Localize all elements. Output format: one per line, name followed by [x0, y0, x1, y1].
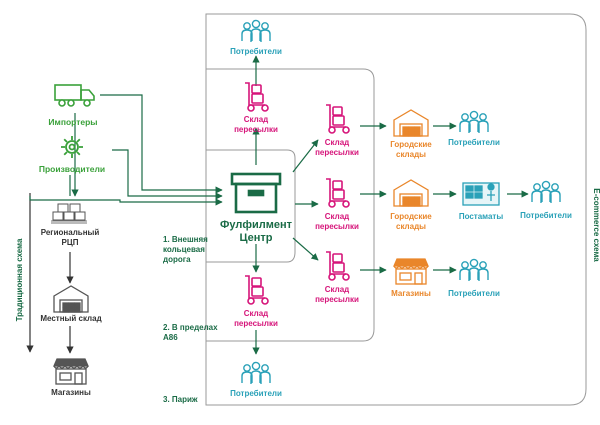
zone-frames [205, 13, 587, 406]
transit-top-label-1: Склад [244, 115, 269, 124]
shop-icon [53, 358, 89, 385]
consumers-label-stores: Потребители [448, 289, 500, 298]
parcel-locker-icon [462, 182, 500, 206]
transit-1-label-2: пересылки [315, 148, 359, 157]
zone-frame-paris [205, 13, 587, 406]
hand-truck-icon [244, 82, 269, 112]
consumers-label-city: Потребители [448, 138, 500, 147]
transit-1-label-1: Склад [325, 138, 350, 147]
zone-frame-ring-road [206, 149, 296, 263]
hand-truck-icon [325, 251, 350, 281]
pallets-icon [51, 203, 87, 224]
truck-icon [54, 84, 95, 107]
zone-1-label-3: дорога [163, 255, 191, 264]
consumers-icon [241, 361, 271, 385]
traditional-scheme-label: Традиционная схема [15, 238, 24, 321]
transit-bottom-label-2: пересылки [234, 319, 278, 328]
city-wh-2-label-1: Городские [390, 212, 432, 221]
regional-rdc-label-2: РЦП [62, 238, 79, 247]
arrow-importers-fulfillment [100, 94, 223, 194]
transit-2-label-1: Склад [325, 212, 350, 221]
arrow-producers-fulfillment [112, 149, 223, 200]
hand-truck-icon [244, 275, 269, 305]
fulfillment-label-2: Центр [239, 232, 272, 244]
zone-3-label: 3. Париж [163, 395, 198, 404]
city-wh-2-label-2: склады [396, 222, 426, 231]
parcel-lockers-label: Постаматы [459, 212, 504, 221]
fulfillment-label-1: Фулфилмент [220, 219, 293, 231]
regional-rdc-label-1: Региональный [41, 228, 100, 237]
arrow-fulfillment-transit-3 [292, 237, 319, 261]
transit-top-label-2: пересылки [234, 125, 278, 134]
consumers-label-top: Потребители [230, 47, 282, 56]
shop-icon [393, 258, 429, 285]
city-wh-1-label-1: Городские [390, 140, 432, 149]
warehouse-icon [53, 285, 89, 313]
ecommerce-scheme-label: E-commerce схема [592, 188, 600, 262]
flow-arrows [29, 55, 529, 355]
stores-traditional-label: Магазины [51, 388, 91, 397]
zone-2-label-2: А86 [163, 333, 178, 342]
producers-label: Производители [39, 164, 105, 174]
city-wh-1-label-2: склады [396, 150, 426, 159]
warehouse-icon [393, 179, 429, 207]
local-warehouse-label: Местный склад [40, 314, 101, 323]
hand-truck-icon [325, 104, 350, 134]
consumers-icon [241, 19, 271, 43]
arrow-fulfillment-transit-1 [292, 139, 319, 173]
arrow-traditional-fulfillment [29, 196, 223, 206]
consumers-icon [459, 110, 489, 134]
transit-3-label-1: Склад [325, 285, 350, 294]
consumers-icon [531, 180, 561, 204]
transit-2-label-2: пересылки [315, 222, 359, 231]
consumers-icon [459, 258, 489, 282]
consumers-label-lockers: Потребители [520, 211, 572, 220]
hand-truck-icon [325, 178, 350, 208]
transit-bottom-label-1: Склад [244, 309, 269, 318]
gear-icon [61, 136, 83, 158]
zone-1-label-2: кольцевая [163, 245, 205, 254]
zone-2-label-1: 2. В пределах [163, 323, 218, 332]
importers-label: Импортеры [48, 117, 97, 127]
fulfillment-box-icon [230, 172, 282, 214]
stores-label: Магазины [391, 289, 431, 298]
zone-frame-a86 [206, 68, 375, 342]
consumers-label-bottom: Потребители [230, 389, 282, 398]
zone-1-label-1: 1. Внешняя [163, 235, 208, 244]
transit-3-label-2: пересылки [315, 295, 359, 304]
warehouse-icon [393, 109, 429, 137]
